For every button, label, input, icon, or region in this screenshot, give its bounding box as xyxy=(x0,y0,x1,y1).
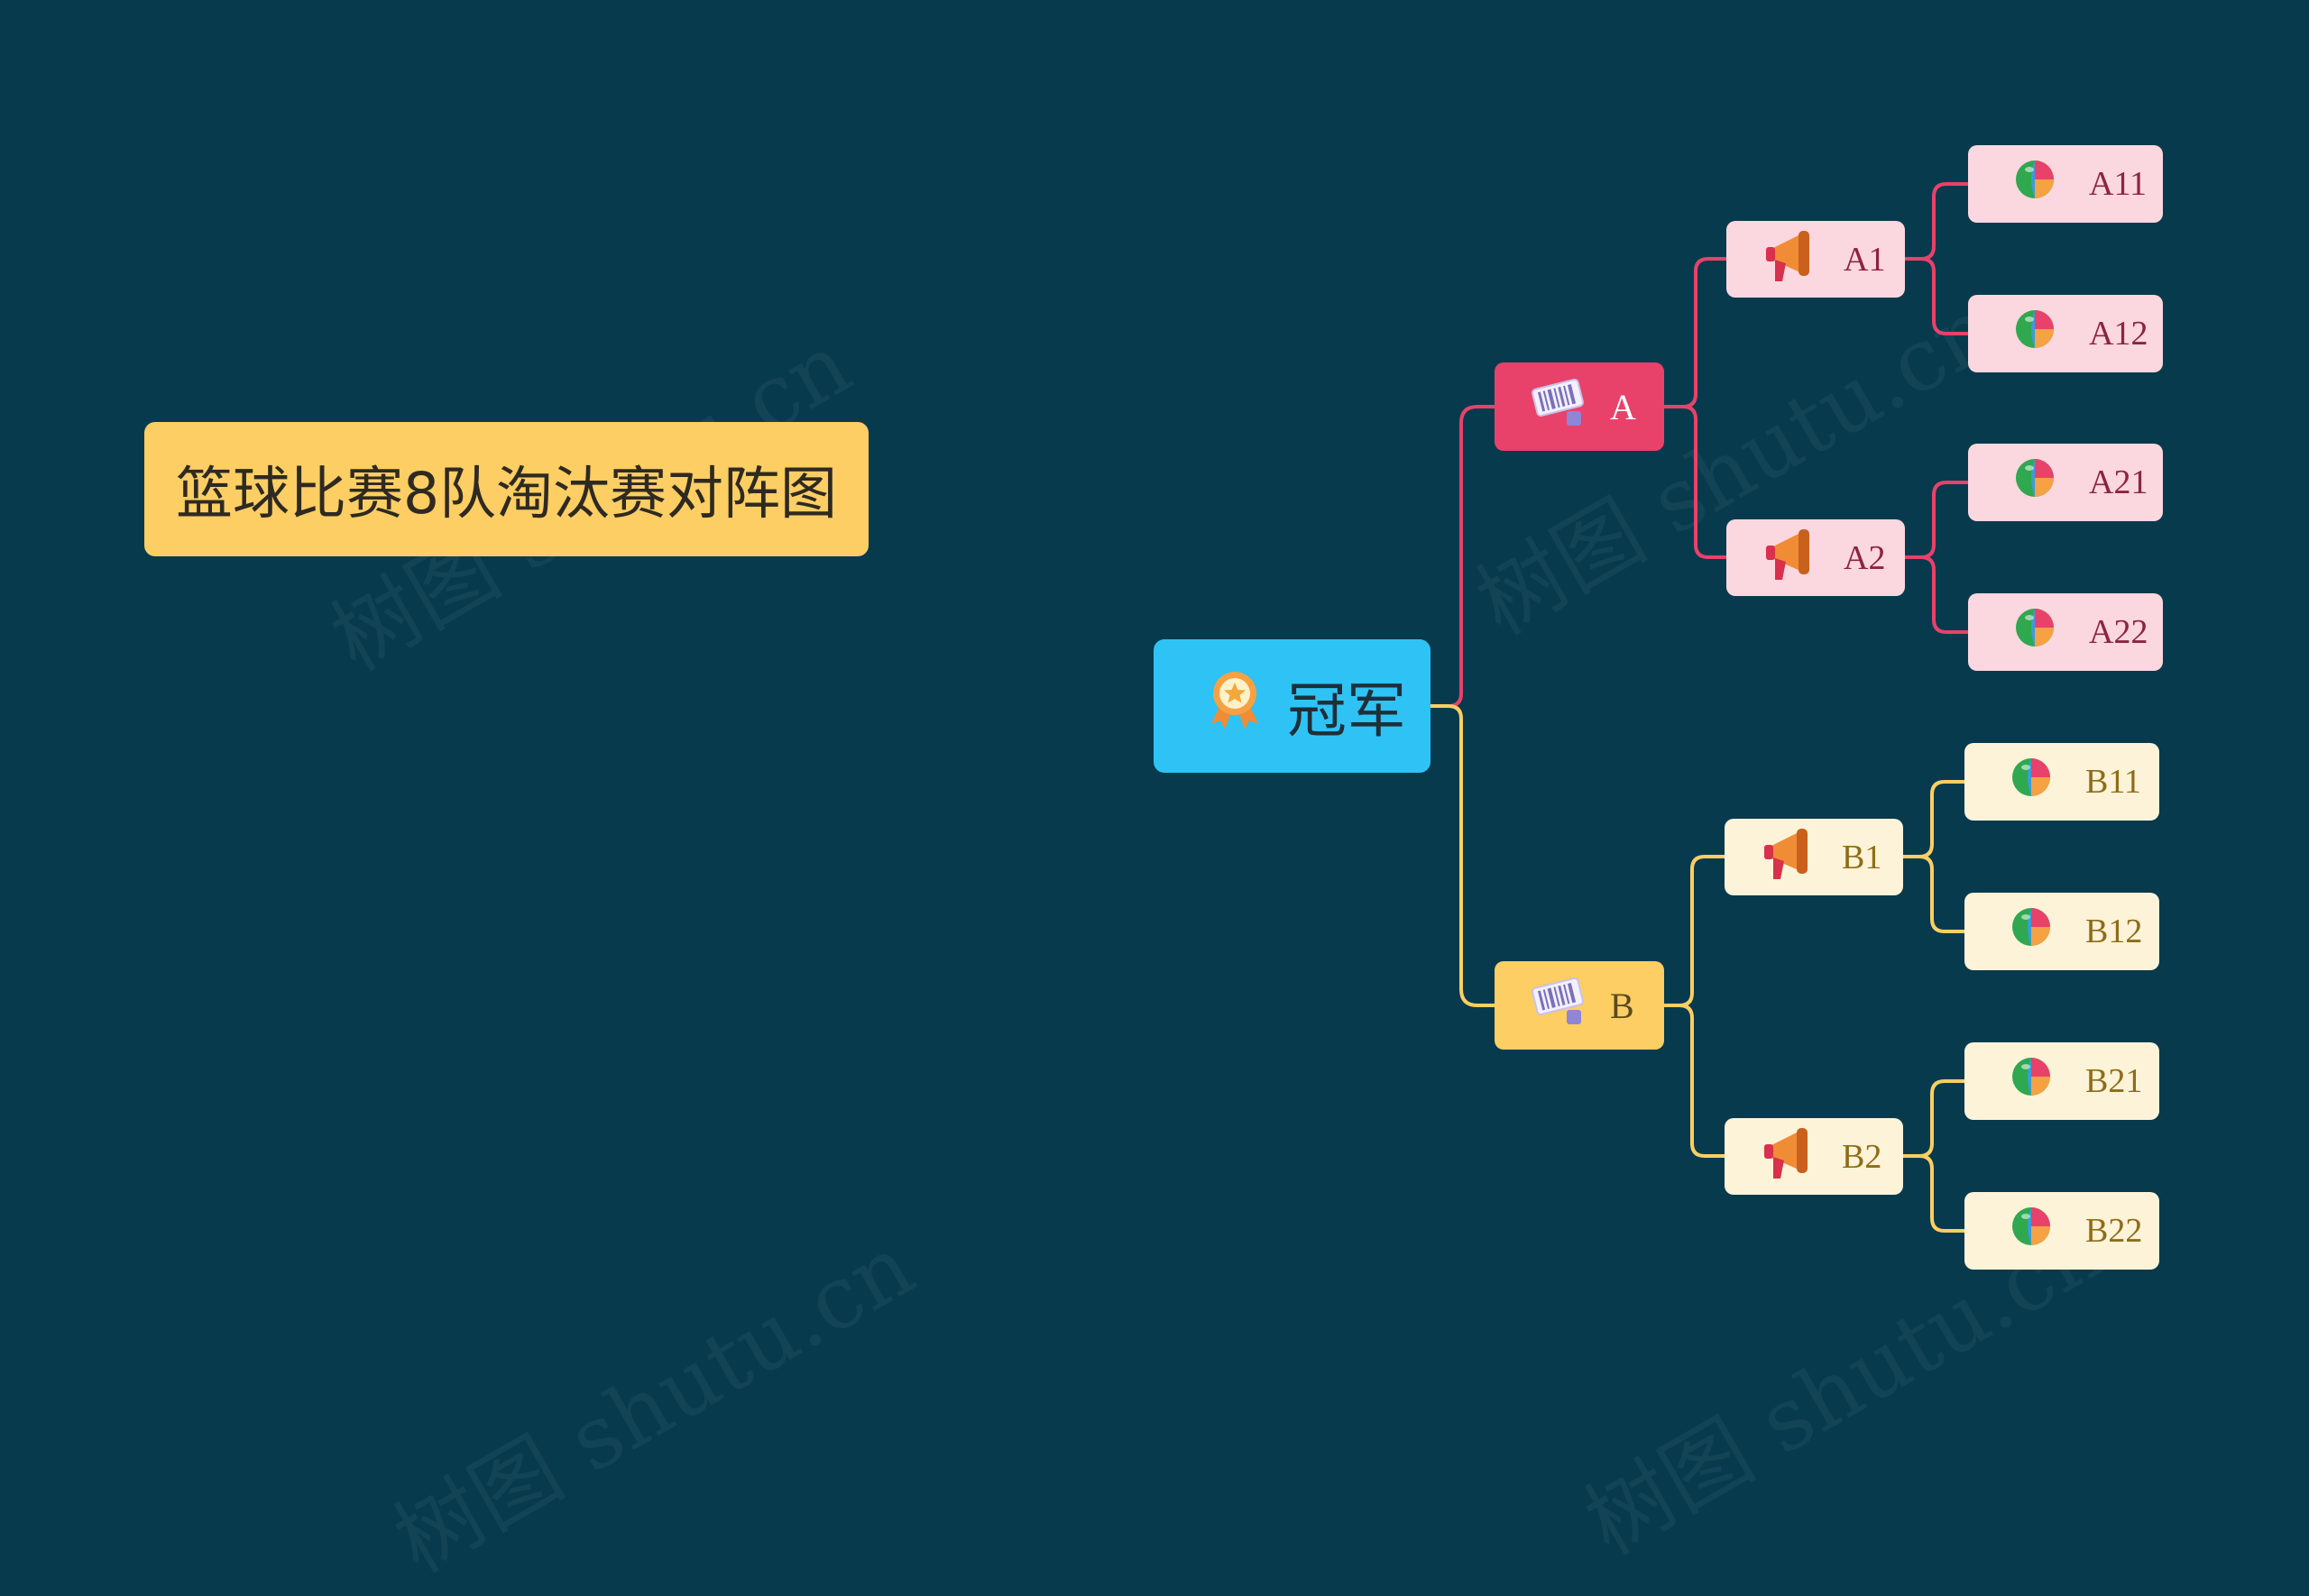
connector-a2-a22 xyxy=(1905,555,1968,634)
connector-b1-b11 xyxy=(1903,780,1964,858)
watermark: 树图 shutu.cn xyxy=(378,1215,931,1592)
megaphone-icon xyxy=(1761,1123,1822,1191)
connector-b1-b12 xyxy=(1903,855,1964,933)
connector-a-a1 xyxy=(1664,257,1726,408)
node-a12[interactable]: A12 xyxy=(1968,295,2163,372)
node-a11[interactable]: A11 xyxy=(1968,145,2163,223)
beach-ball-icon xyxy=(2011,905,2051,958)
node-a21[interactable]: A21 xyxy=(1968,444,2163,521)
connector-b2-b22 xyxy=(1903,1154,1964,1233)
diagram-title[interactable]: 篮球比赛8队淘汰赛对阵图 xyxy=(144,422,869,556)
connector-b2-b21 xyxy=(1903,1079,1964,1158)
node-b11-label: B11 xyxy=(2085,763,2141,801)
megaphone-icon xyxy=(1761,823,1822,892)
barcode-scanner-icon xyxy=(1531,375,1590,438)
node-a1[interactable]: A1 xyxy=(1726,221,1905,298)
node-b11[interactable]: B11 xyxy=(1964,743,2159,821)
connector-a1-a11 xyxy=(1905,182,1968,261)
root-node[interactable]: 冠军 xyxy=(1154,639,1430,773)
node-b1-label: B1 xyxy=(1842,838,1882,876)
connector-b-b2 xyxy=(1664,1004,1725,1158)
node-a12-label: A12 xyxy=(2089,315,2148,353)
connector-root-b xyxy=(1430,704,1495,1007)
node-a21-label: A21 xyxy=(2089,463,2148,501)
node-a11-label: A11 xyxy=(2089,165,2148,203)
node-a2[interactable]: A2 xyxy=(1726,519,1905,596)
connector-a2-a21 xyxy=(1905,481,1968,559)
node-b2-label: B2 xyxy=(1842,1137,1882,1176)
node-b2[interactable]: B2 xyxy=(1725,1118,1903,1195)
beach-ball-icon xyxy=(2015,307,2055,360)
watermark: 树图 shutu.cn xyxy=(1460,277,2013,655)
node-a1-label: A1 xyxy=(1844,240,1886,279)
node-b22-label: B22 xyxy=(2085,1212,2143,1250)
node-b-label: B xyxy=(1610,985,1634,1026)
award-ribbon-icon xyxy=(1200,665,1269,748)
node-b[interactable]: B xyxy=(1495,961,1664,1050)
node-a[interactable]: A xyxy=(1495,362,1664,451)
node-a2-label: A2 xyxy=(1844,538,1886,577)
beach-ball-icon xyxy=(2015,456,2055,509)
megaphone-icon xyxy=(1762,524,1824,592)
root-label: 冠军 xyxy=(1287,676,1406,746)
node-b12-label: B12 xyxy=(2085,913,2143,950)
beach-ball-icon xyxy=(2011,1205,2051,1257)
node-b22[interactable]: B22 xyxy=(1964,1192,2159,1270)
node-b1[interactable]: B1 xyxy=(1725,819,1903,895)
node-b12[interactable]: B12 xyxy=(1964,893,2159,970)
beach-ball-icon xyxy=(2015,606,2055,658)
megaphone-icon xyxy=(1762,225,1824,294)
diagram-title-text: 篮球比赛8队淘汰赛对阵图 xyxy=(175,461,838,527)
beach-ball-icon xyxy=(2011,756,2051,808)
beach-ball-icon xyxy=(2011,1055,2051,1107)
node-a-label: A xyxy=(1610,386,1636,427)
node-b21[interactable]: B21 xyxy=(1964,1042,2159,1120)
barcode-scanner-icon xyxy=(1531,974,1590,1037)
beach-ball-icon xyxy=(2015,158,2055,210)
node-a22-label: A22 xyxy=(2089,613,2148,651)
node-b21-label: B21 xyxy=(2085,1062,2143,1100)
node-a22[interactable]: A22 xyxy=(1968,593,2163,671)
connector-b-b1 xyxy=(1664,855,1725,1007)
